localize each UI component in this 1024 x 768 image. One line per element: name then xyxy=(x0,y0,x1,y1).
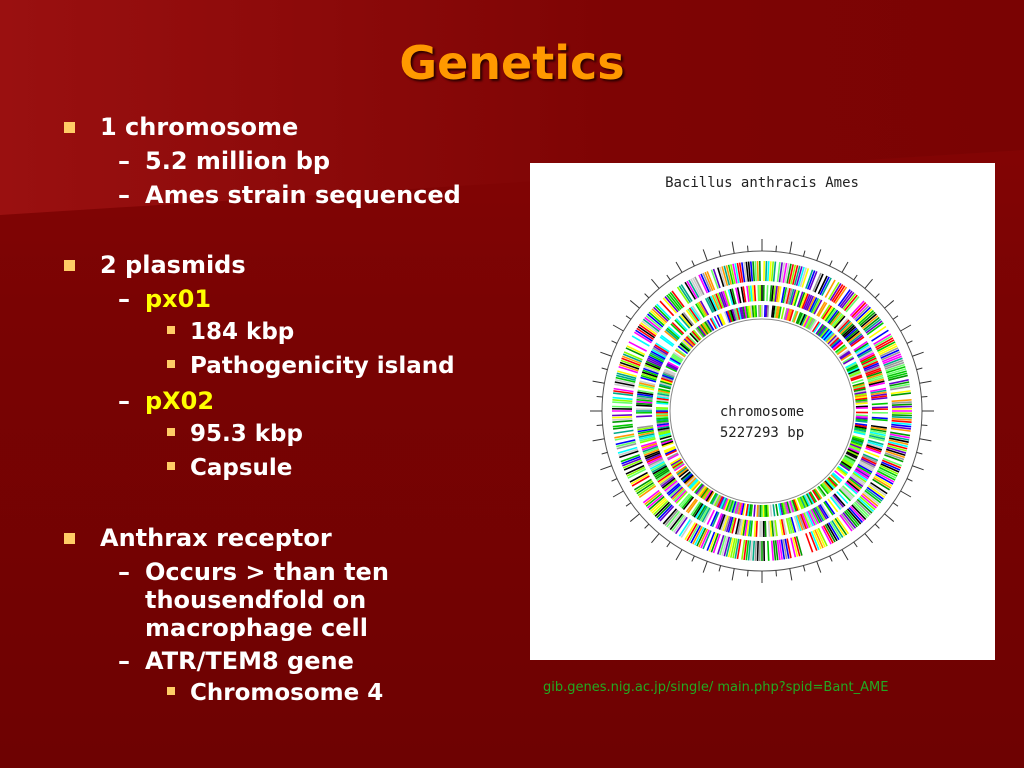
bullet-square-icon xyxy=(64,533,75,544)
bullet-small-square-icon xyxy=(167,462,175,470)
sub-sub-bullet-95kbp: 95.3 kbp xyxy=(190,421,303,447)
sub-bullet-size: 5.2 million bp xyxy=(145,147,331,175)
sub-bullet-occurs-line2: thousendfold on xyxy=(145,586,367,614)
bullet-small-square-icon xyxy=(167,428,175,436)
sub-sub-bullet-184kbp: 184 kbp xyxy=(190,319,295,345)
sub-bullet-ames: Ames strain sequenced xyxy=(145,181,461,209)
sub-bullet-px01: px01 xyxy=(145,285,212,313)
sub-sub-bullet-pathogenicity: Pathogenicity island xyxy=(190,353,455,379)
bullet-small-square-icon xyxy=(167,326,175,334)
dash-icon: – xyxy=(118,147,130,175)
dash-icon: – xyxy=(118,647,130,675)
figure-title: Bacillus anthracis Ames xyxy=(665,175,859,191)
sub-bullet-occurs-line3: macrophage cell xyxy=(145,614,368,642)
bullet-anthrax-receptor: Anthrax receptor xyxy=(100,524,332,552)
genome-ring xyxy=(590,239,934,583)
genome-map-svg: Bacillus anthracis Ames chromosome 52272… xyxy=(590,175,934,583)
bullet-chromosome: 1 chromosome xyxy=(100,113,299,141)
slide-title: Genetics xyxy=(399,36,625,90)
bullet-plasmids: 2 plasmids xyxy=(100,251,246,279)
bullet-square-icon xyxy=(64,260,75,271)
sub-sub-bullet-capsule: Capsule xyxy=(190,455,293,481)
dash-icon: – xyxy=(118,181,130,209)
figure-center-label-1: chromosome xyxy=(720,404,804,420)
sub-sub-bullet-chromosome4: Chromosome 4 xyxy=(190,680,384,706)
bullet-small-square-icon xyxy=(167,360,175,368)
bullet-small-square-icon xyxy=(167,687,175,695)
sub-bullet-px02: pX02 xyxy=(145,387,215,415)
figure-source-caption: gib.genes.nig.ac.jp/single/ main.php?spi… xyxy=(543,680,889,695)
dash-icon: – xyxy=(118,285,130,313)
dash-icon: – xyxy=(118,387,130,415)
sub-bullet-atr-gene: ATR/TEM8 gene xyxy=(145,647,354,675)
bullet-square-icon xyxy=(64,122,75,133)
figure-center-label-2: 5227293 bp xyxy=(720,425,804,441)
genome-map-figure: Bacillus anthracis Ames chromosome 52272… xyxy=(530,163,995,660)
dash-icon: – xyxy=(118,558,130,586)
sub-bullet-occurs-line1: Occurs > than ten xyxy=(145,558,389,586)
